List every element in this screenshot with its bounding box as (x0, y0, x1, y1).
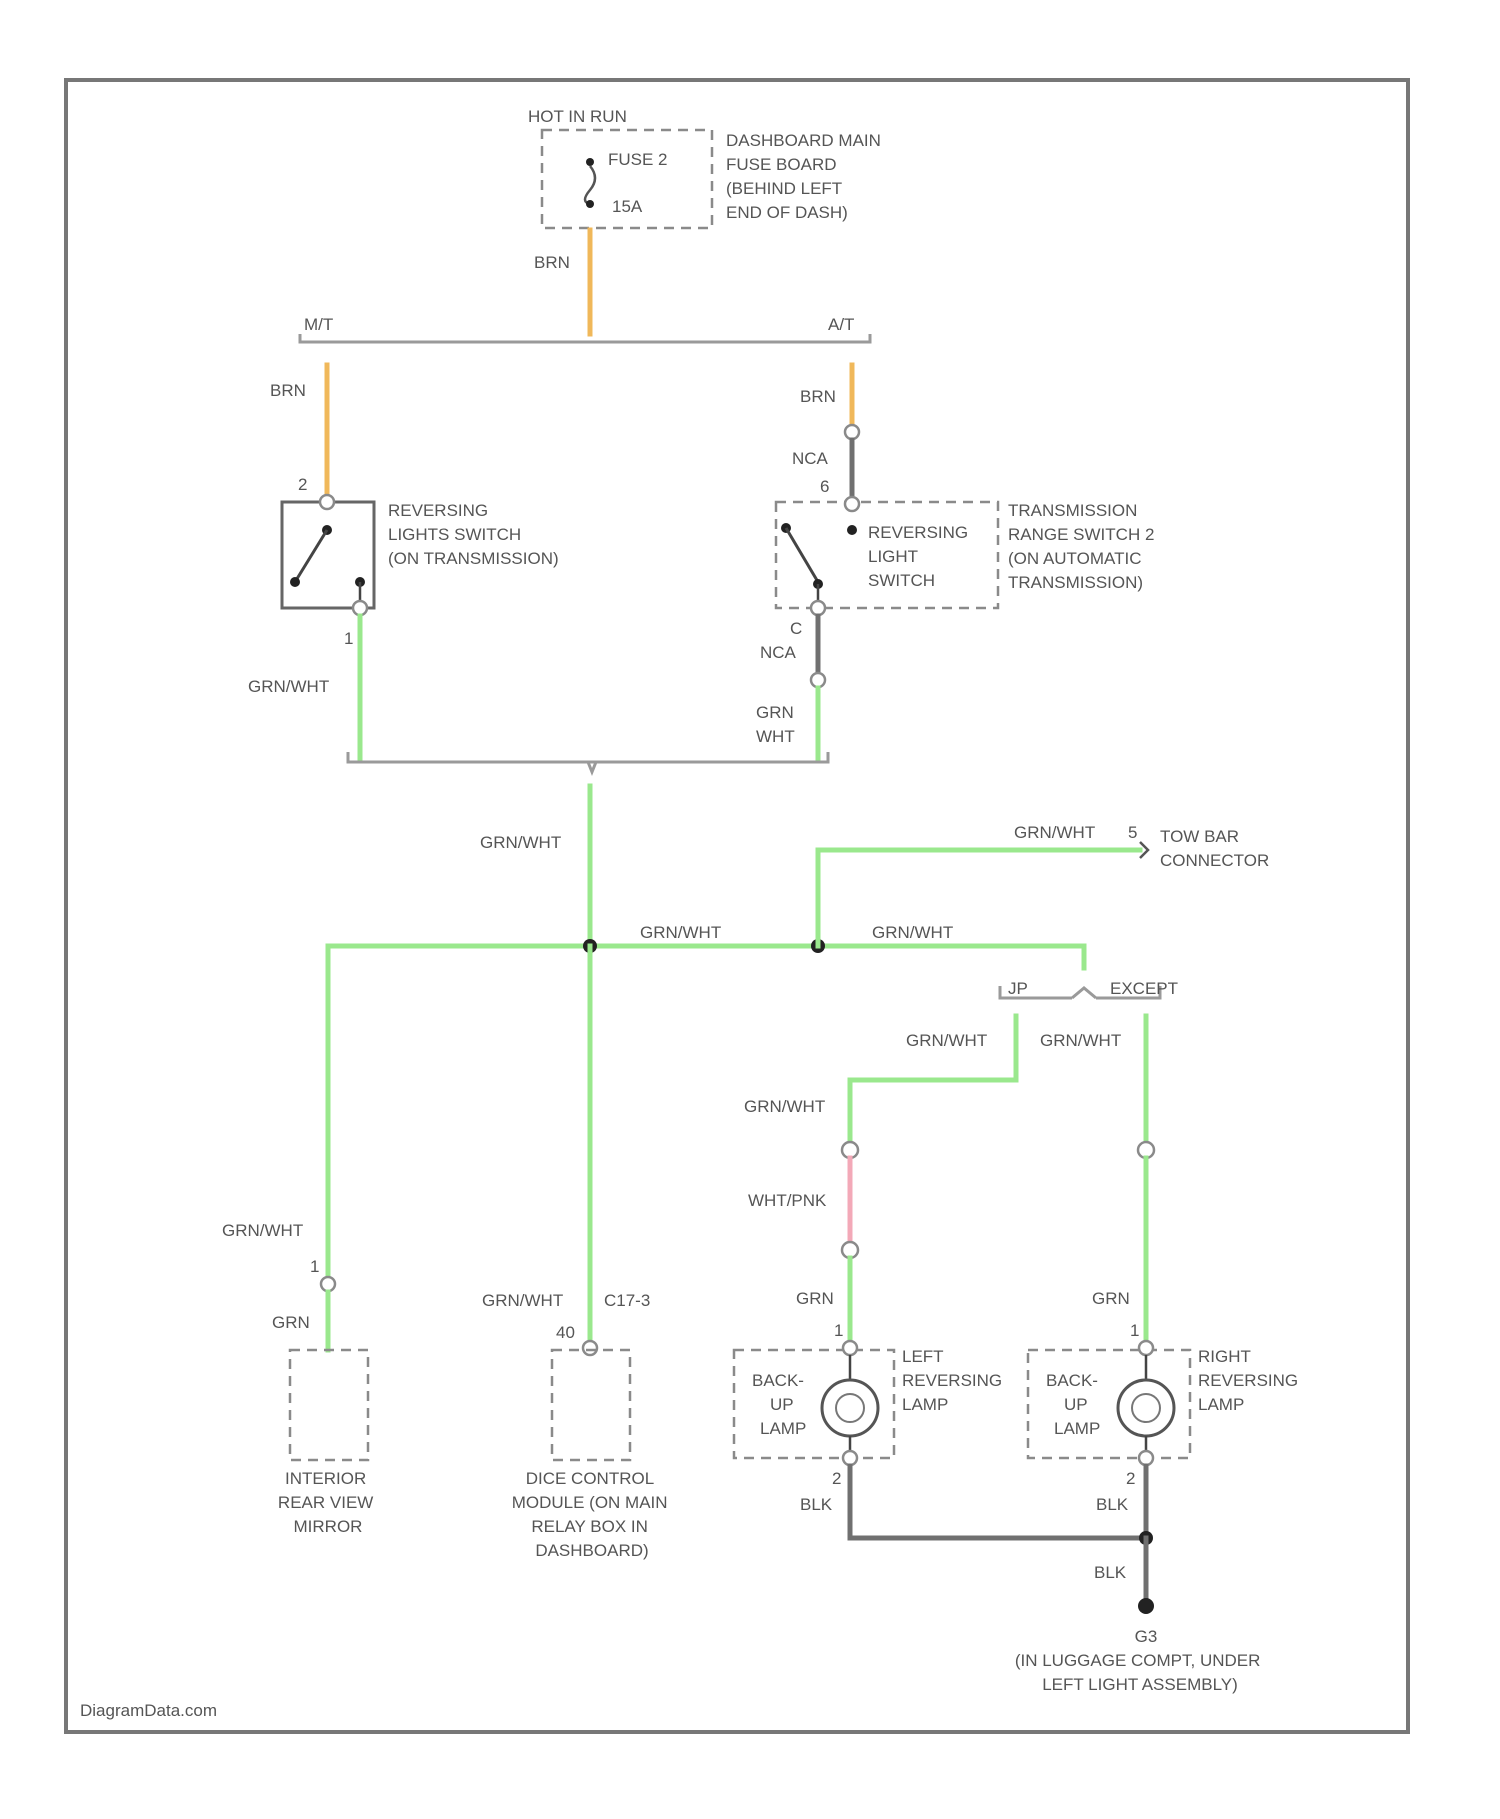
right-lamp-connector-bottom (1139, 1451, 1153, 1465)
pin-at-top: 6 (820, 477, 829, 496)
wire-label-grnwht-mt: GRN/WHT (248, 677, 329, 696)
right-lamp-connector-top (1139, 1341, 1153, 1355)
at-switch-contact-a (847, 525, 857, 535)
ground-location: (IN LUGGAGE COMPT, UNDER LEFT LIGHT ASSE… (1015, 1651, 1265, 1694)
wire-grnwht-tow (818, 850, 1140, 946)
wire-label-whtpnk: WHT/PNK (748, 1191, 827, 1210)
branch-label-jp: JP (1008, 979, 1028, 998)
left-lamp-inner-label: BACK- UP LAMP (752, 1371, 809, 1438)
diagram-frame (66, 80, 1408, 1732)
at-switch-inner-label: REVERSING LIGHT SWITCH (868, 523, 973, 590)
fuse-terminal-top (586, 158, 594, 166)
tow-bar-label: TOW BAR CONNECTOR (1160, 827, 1269, 870)
split-bracket-jp-except-notch (1072, 988, 1096, 998)
pin-mirror: 1 (310, 1257, 319, 1276)
pin-lamp-right-bottom: 2 (1126, 1469, 1135, 1488)
mirror-label: INTERIOR REAR VIEW MIRROR (278, 1469, 378, 1536)
left-lamp-bulb (822, 1380, 878, 1436)
at-switch-connector-top (845, 497, 859, 511)
right-lamp-inner-label: BACK- UP LAMP (1046, 1371, 1103, 1438)
left-lamp-connector-bottom (843, 1451, 857, 1465)
wire-label-grnwht-mirror: GRN/WHT (222, 1221, 303, 1240)
wire-label-blk-right: BLK (1096, 1495, 1129, 1514)
mt-switch-pivot (290, 577, 300, 587)
mt-reversing-switch (282, 495, 374, 615)
wire-label-grn-left: GRN (796, 1289, 834, 1308)
left-lamp-label: LEFT REVERSING LAMP (902, 1347, 1007, 1414)
wire-label-blk-ground: BLK (1094, 1563, 1127, 1582)
pin-lamp-left-bottom: 2 (832, 1469, 841, 1488)
wire-label-grnwht-jp-2: GRN/WHT (744, 1097, 825, 1116)
wire-label-nca-top: NCA (792, 449, 829, 468)
wire-label-grn-mirror: GRN (272, 1313, 310, 1332)
left-reversing-lamp (734, 1341, 894, 1465)
right-reversing-lamp (1028, 1341, 1190, 1465)
wire-label-grnwht-dice: GRN/WHT (482, 1291, 563, 1310)
dice-label: DICE CONTROL MODULE (ON MAIN RELAY BOX I… (512, 1469, 673, 1560)
branch-label-except: EXCEPT (1110, 979, 1178, 998)
ground-id: G3 (1135, 1627, 1158, 1646)
fuse-rating: 15A (612, 197, 643, 216)
wire-label-nca-bottom: NCA (760, 643, 797, 662)
dice-connector (583, 1341, 597, 1355)
mirror-connector (321, 1277, 335, 1291)
branch-label-at: A/T (828, 315, 854, 334)
ground-point (1138, 1598, 1154, 1614)
mt-switch-connector-bottom (353, 601, 367, 615)
at-inline-connector-top (845, 425, 859, 439)
wire-label-grnwht-tow: GRN/WHT (1014, 823, 1095, 842)
right-lamp-bulb (1118, 1380, 1174, 1436)
pin-at-bottom: C (790, 619, 802, 638)
watermark: DiagramData.com (80, 1701, 217, 1720)
at-switch-blade (786, 528, 818, 582)
pin-lamp-right-top: 1 (1130, 1321, 1139, 1340)
pin-mt-bottom: 1 (344, 629, 353, 648)
wire-label-brn-at: BRN (800, 387, 836, 406)
fuse-location: DASHBOARD MAIN FUSE BOARD (BEHIND LEFT E… (726, 131, 886, 222)
mirror-box (290, 1350, 368, 1460)
split-bracket-mt-at (300, 334, 870, 342)
wire-label-grnwht-bus-1: GRN/WHT (640, 923, 721, 942)
dice-connector-id: C17-3 (604, 1291, 650, 1310)
merge-bracket (348, 752, 828, 762)
dice-box (552, 1350, 630, 1460)
wire-label-grnwht-bus-2: GRN/WHT (872, 923, 953, 942)
wire-label-grnwht-trunk: GRN/WHT (480, 833, 561, 852)
fuse-name: FUSE 2 (608, 150, 668, 169)
fuse-terminal-bottom (586, 200, 594, 208)
hot-in-run-label: HOT IN RUN (528, 107, 627, 126)
wire-label-grnwht-jp-1: GRN/WHT (906, 1031, 987, 1050)
fuse-element (585, 166, 595, 204)
wire-label-grn-right: GRN (1092, 1289, 1130, 1308)
at-switch-label: TRANSMISSION RANGE SWITCH 2 (ON AUTOMATI… (1008, 501, 1159, 592)
pin-dice: 40 (556, 1323, 575, 1342)
left-lamp-connector-top (843, 1341, 857, 1355)
wire-label-brn-mt: BRN (270, 381, 306, 400)
pin-tow: 5 (1128, 823, 1137, 842)
mt-switch-label: REVERSING LIGHTS SWITCH (ON TRANSMISSION… (388, 501, 559, 568)
fuse-block: HOT IN RUN FUSE 2 15A DASHBOARD MAIN FUS… (528, 107, 886, 228)
pin-lamp-left-top: 1 (834, 1321, 843, 1340)
at-switch-connector-bottom (811, 601, 825, 615)
wire-label-blk-left: BLK (800, 1495, 833, 1514)
wire-label-grnwht-except: GRN/WHT (1040, 1031, 1121, 1050)
right-lamp-label: RIGHT REVERSING LAMP (1198, 1347, 1303, 1414)
wire-label-brn-main: BRN (534, 253, 570, 272)
wire-grnwht-bus (328, 946, 1084, 1284)
pin-mt-top: 2 (298, 475, 307, 494)
mt-switch-connector-top (320, 495, 334, 509)
at-inline-connector-bottom (811, 673, 825, 687)
branch-label-mt: M/T (304, 315, 333, 334)
wire-label-grn-wht-at: GRN WHT (756, 703, 799, 746)
